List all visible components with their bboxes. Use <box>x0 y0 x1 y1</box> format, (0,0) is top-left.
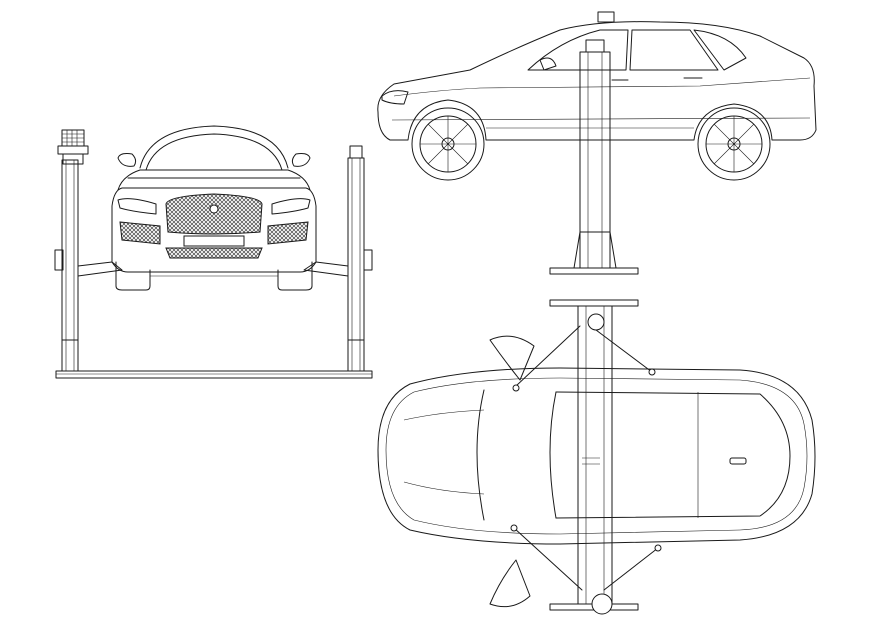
left-lift-column <box>54 159 79 372</box>
arm-swing-arcs <box>489 335 535 608</box>
rear-wheel <box>697 107 771 181</box>
front-wheel <box>411 107 485 181</box>
side-view <box>377 11 817 275</box>
top-view <box>377 299 816 615</box>
lift-motor <box>57 129 89 165</box>
front-view <box>54 125 373 379</box>
right-lift-column <box>347 145 373 372</box>
car-front-body <box>111 125 317 291</box>
car-top-body <box>377 367 816 545</box>
side-lift-post <box>549 11 639 275</box>
front-lift-arms <box>77 261 349 277</box>
car-side-body <box>377 21 817 181</box>
lift-base-plate <box>55 370 373 379</box>
top-lift-post <box>510 299 662 615</box>
